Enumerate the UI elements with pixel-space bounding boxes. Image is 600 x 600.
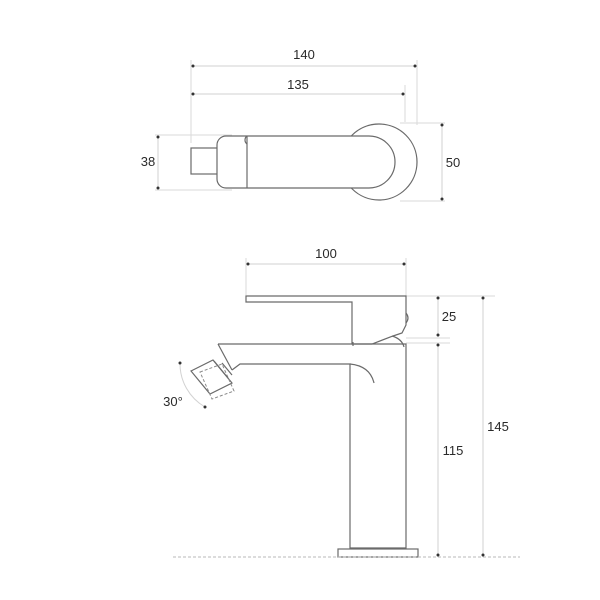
angle-tick (178, 361, 182, 365)
spout-curve-detail (349, 363, 375, 384)
dimension-tick (191, 92, 195, 96)
dimension-tick (156, 135, 160, 139)
handle-lever-outline (245, 295, 407, 345)
nozzle-rotated-outline (199, 363, 235, 400)
nozzle (190, 359, 235, 400)
dimension-tick (436, 333, 440, 337)
angle-arc (179, 362, 206, 408)
dimension-tick (436, 343, 440, 347)
top-view: 140 135 38 50 (141, 47, 460, 202)
dimension-label-115: 115 (443, 443, 464, 458)
dimension-tick (440, 197, 444, 201)
body-seam-curve (244, 135, 248, 145)
side-view: 100 25 115 145 (163, 246, 520, 558)
handle-body-outline (216, 135, 396, 189)
dimension-tick (436, 296, 440, 300)
nozzle-outline (190, 359, 233, 395)
spout-tip-line (217, 343, 233, 371)
spout-body-outline (218, 343, 407, 549)
dimension-tick (191, 64, 195, 68)
dimension-label-50: 50 (446, 155, 460, 170)
angle-tick (203, 405, 207, 409)
angle-label-30: 30° (163, 394, 183, 409)
handle-curve-detail (391, 335, 405, 348)
dimension-tick (436, 553, 440, 557)
dimension-tick (481, 296, 485, 300)
dimension-tick (440, 123, 444, 127)
dimension-label-145: 145 (487, 419, 509, 434)
dimension-tick (246, 262, 250, 266)
nozzle-stub-outline (190, 147, 219, 175)
dimension-tick (402, 262, 406, 266)
dimension-tick (156, 186, 160, 190)
nozzle-detail-line (213, 360, 229, 379)
base-plate-outline (337, 548, 419, 558)
dimension-label-100: 100 (315, 246, 337, 261)
dimension-label-140: 140 (293, 47, 315, 62)
dimension-tick (413, 64, 417, 68)
dimension-tick (481, 553, 485, 557)
handle-knob-detail (405, 312, 409, 324)
dimension-tick (401, 92, 405, 96)
nozzle-detail-line (221, 362, 233, 376)
dimension-label-38: 38 (141, 154, 155, 169)
dimension-label-135: 135 (287, 77, 309, 92)
dimension-label-25: 25 (442, 309, 456, 324)
